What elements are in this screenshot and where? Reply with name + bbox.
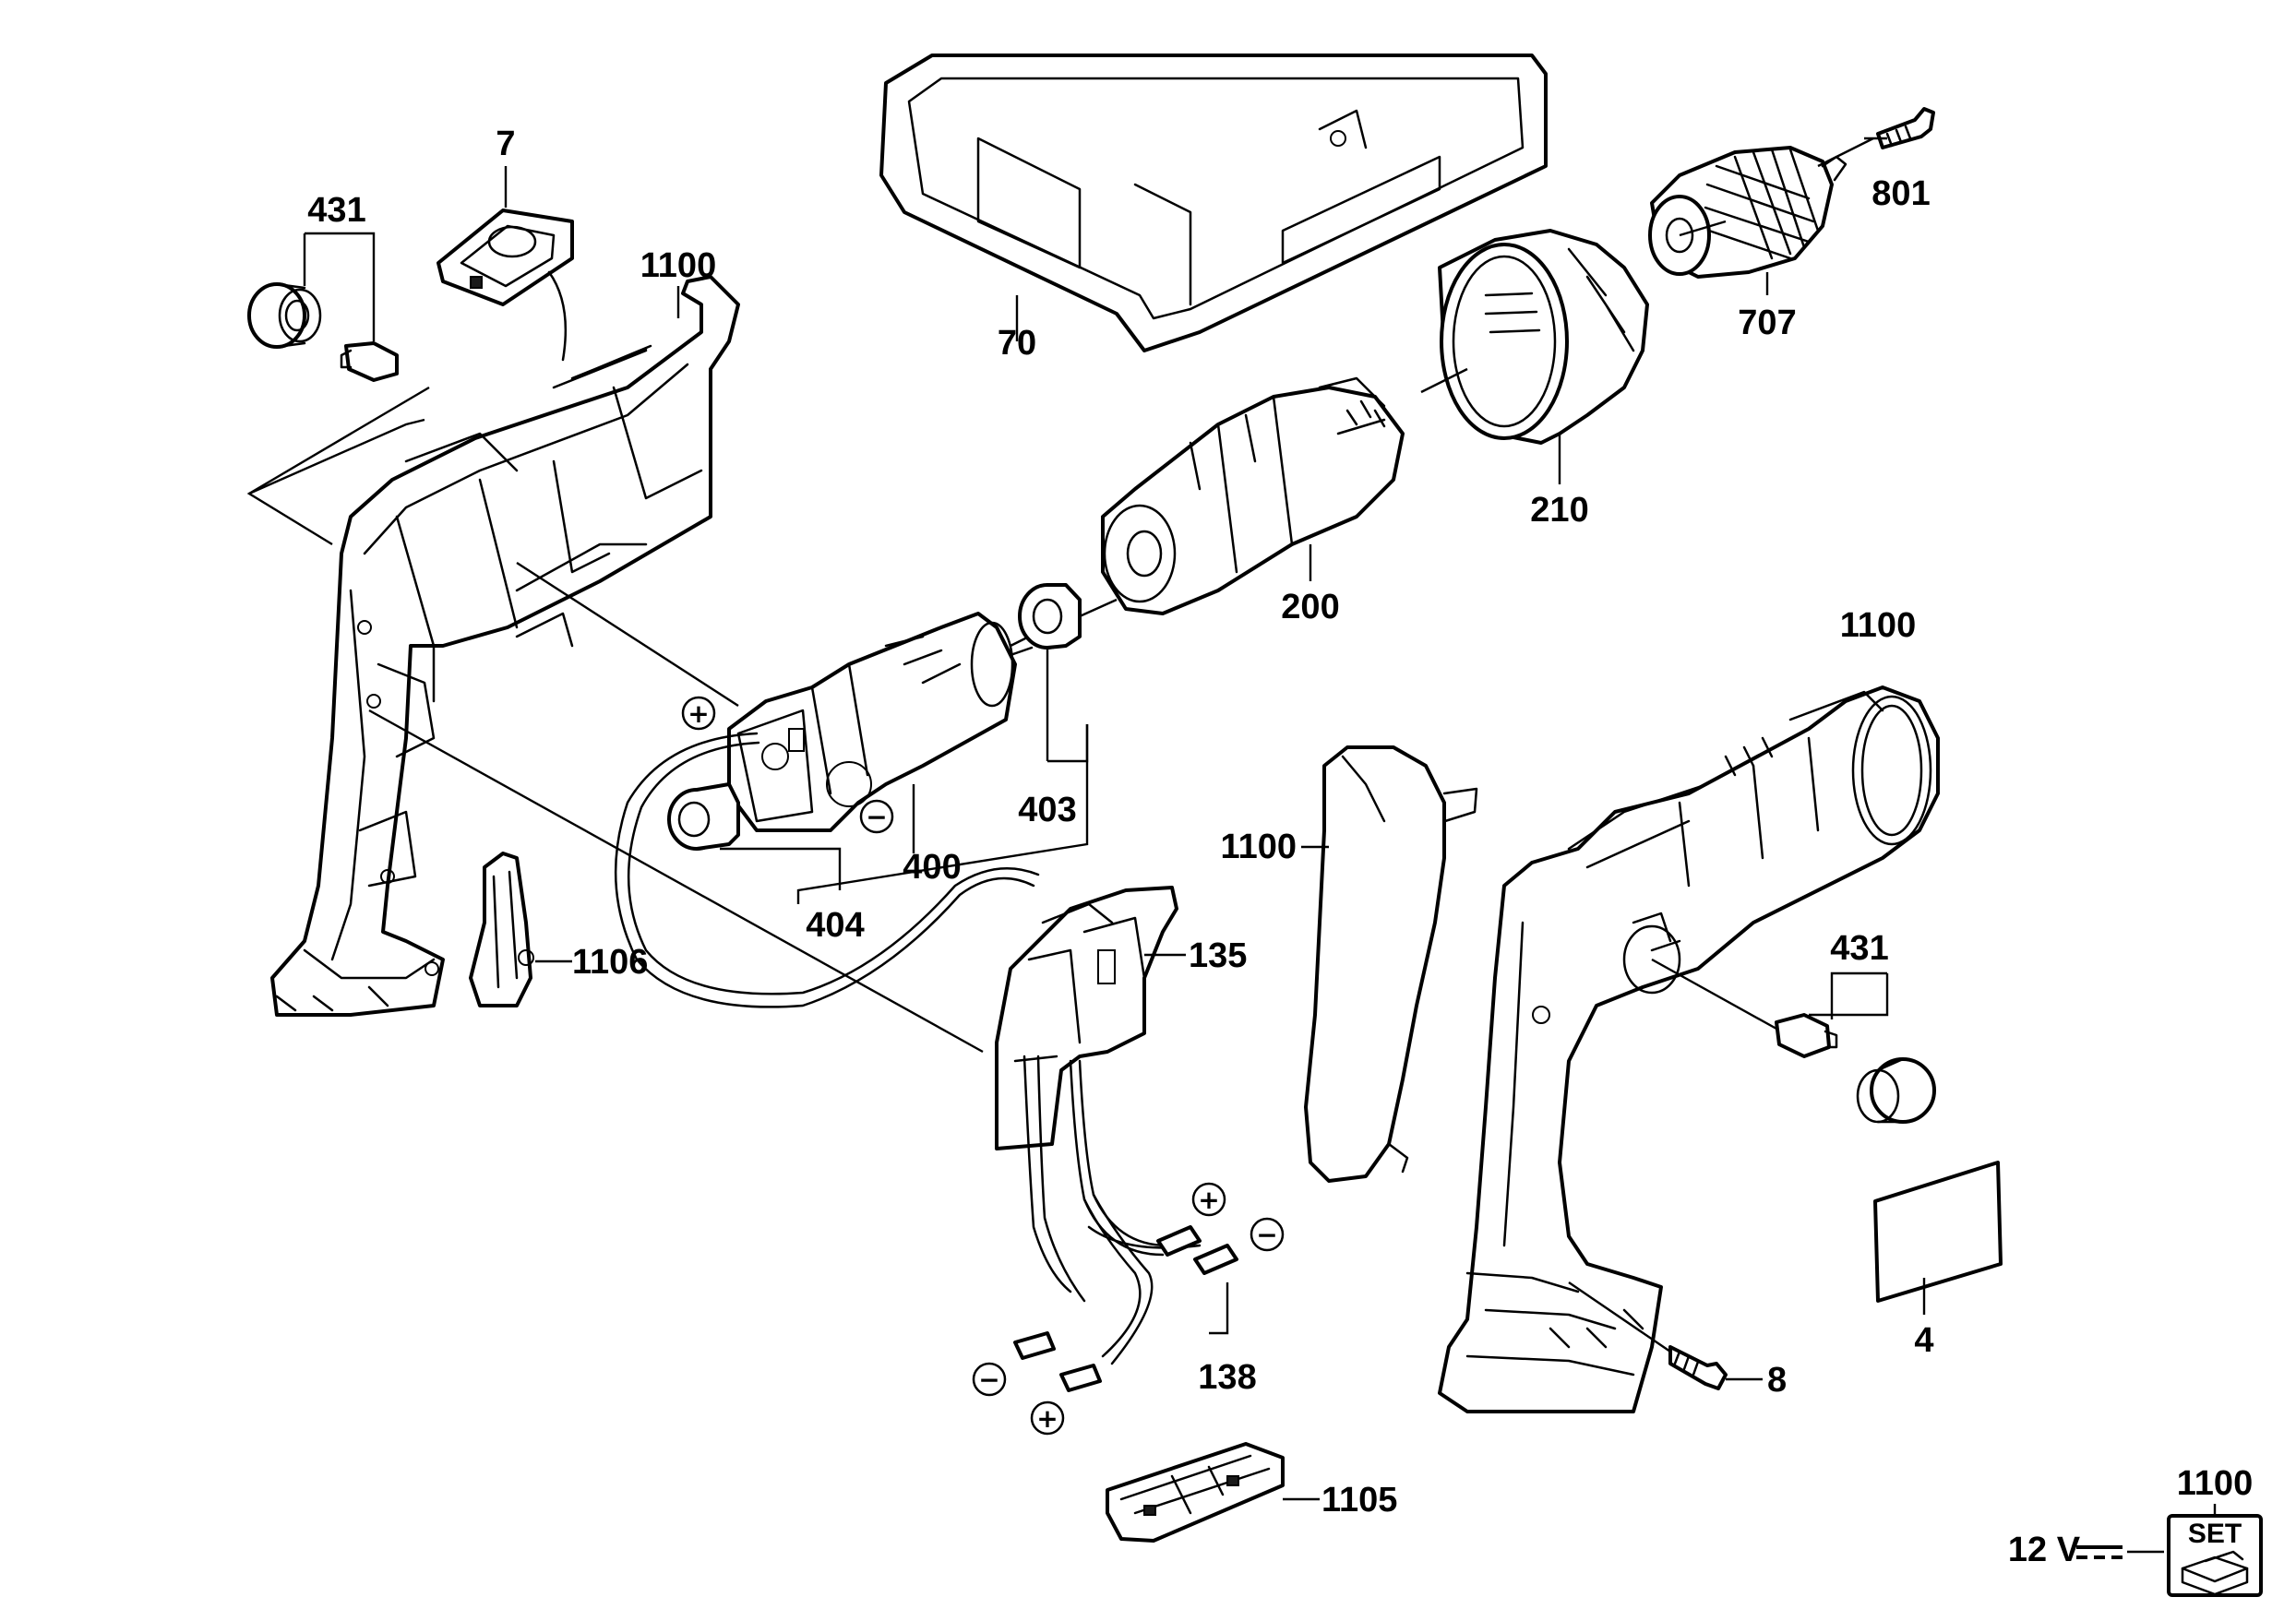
part-431-brush-right bbox=[1775, 1013, 1838, 1058]
polarity-symbols: + − + − − + bbox=[681, 696, 1285, 1436]
callout-labels: 7 431 1100 70 801 707 210 200 403 400 40… bbox=[307, 125, 2253, 1520]
svg-text:−: − bbox=[1256, 1220, 1277, 1250]
callout-801: 801 bbox=[1871, 174, 1930, 213]
part-7-switch-button bbox=[436, 209, 574, 362]
minus-symbol-motor: − bbox=[859, 799, 894, 834]
part-403-bearing-ring bbox=[1018, 583, 1082, 650]
callout-70: 70 bbox=[998, 324, 1036, 363]
minus-symbol-connector-top: − bbox=[1250, 1217, 1285, 1252]
part-8-screw bbox=[1668, 1345, 1728, 1390]
part-431-brush-cap-left bbox=[247, 282, 322, 349]
part-431-brush-left bbox=[340, 341, 399, 382]
leader-lines bbox=[246, 137, 2217, 1518]
part-404-bearing bbox=[667, 782, 740, 851]
callout-1100-grip: 1100 bbox=[1221, 828, 1297, 866]
part-400-motor bbox=[727, 612, 1034, 832]
part-200-gearbox bbox=[1101, 376, 1405, 615]
set-badge-icon: SET bbox=[2167, 1514, 2263, 1597]
part-431-brush-cap-right bbox=[1856, 1057, 1936, 1124]
dc-symbol bbox=[2076, 1545, 2123, 1559]
svg-text:+: + bbox=[688, 698, 709, 729]
part-707-chuck bbox=[1648, 146, 1848, 279]
part-138-connectors bbox=[1013, 1225, 1238, 1392]
callout-403: 403 bbox=[1018, 791, 1076, 829]
svg-text:−: − bbox=[866, 802, 887, 832]
part-1100-housing-right bbox=[1438, 685, 1940, 1413]
callout-431-top: 431 bbox=[307, 191, 365, 230]
callout-1100-set: 1100 bbox=[2177, 1464, 2253, 1503]
part-1100-soft-grip bbox=[1304, 745, 1478, 1183]
set-badge-text: SET bbox=[2188, 1519, 2242, 1549]
part-210-front-cover bbox=[1438, 229, 1649, 445]
callout-138: 138 bbox=[1198, 1358, 1256, 1397]
svg-text:+: + bbox=[1036, 1403, 1058, 1434]
callout-1106: 1106 bbox=[572, 943, 648, 982]
callout-4: 4 bbox=[1914, 1321, 1933, 1360]
svg-text:−: − bbox=[978, 1365, 999, 1395]
callout-8: 8 bbox=[1767, 1361, 1787, 1400]
voltage-label: 12 V bbox=[2008, 1531, 2081, 1569]
battery-wires bbox=[1022, 1055, 1202, 1365]
callout-7: 7 bbox=[496, 125, 515, 163]
callout-707: 707 bbox=[1738, 304, 1796, 342]
minus-symbol-connector-bottom: − bbox=[972, 1362, 1007, 1397]
voltage-set-block: 12 V SET bbox=[2008, 1514, 2263, 1597]
part-1105-battery-clip bbox=[1106, 1442, 1285, 1543]
carry-case bbox=[879, 54, 1548, 352]
plus-symbol-motor: + bbox=[681, 696, 716, 731]
callout-431-right: 431 bbox=[1830, 929, 1888, 968]
plus-symbol-connector-bottom: + bbox=[1030, 1400, 1065, 1436]
callout-404: 404 bbox=[806, 906, 864, 945]
callout-135: 135 bbox=[1189, 936, 1247, 975]
plus-symbol-connector-top: + bbox=[1191, 1182, 1226, 1217]
part-135-trigger-switch bbox=[995, 886, 1178, 1150]
part-1100-housing-left bbox=[270, 275, 740, 1017]
callout-1100-top: 1100 bbox=[640, 246, 716, 285]
callout-210: 210 bbox=[1530, 491, 1588, 530]
svg-text:+: + bbox=[1198, 1185, 1219, 1215]
part-4-nameplate bbox=[1873, 1161, 2003, 1303]
callout-1100-right: 1100 bbox=[1840, 606, 1916, 645]
motor-wires bbox=[614, 732, 1040, 1008]
part-1106-lock-lever bbox=[469, 852, 534, 1007]
callout-400: 400 bbox=[903, 848, 961, 887]
part-801-chuck-screw bbox=[1876, 107, 1935, 149]
callout-200: 200 bbox=[1281, 588, 1339, 626]
callout-1105: 1105 bbox=[1321, 1481, 1397, 1520]
